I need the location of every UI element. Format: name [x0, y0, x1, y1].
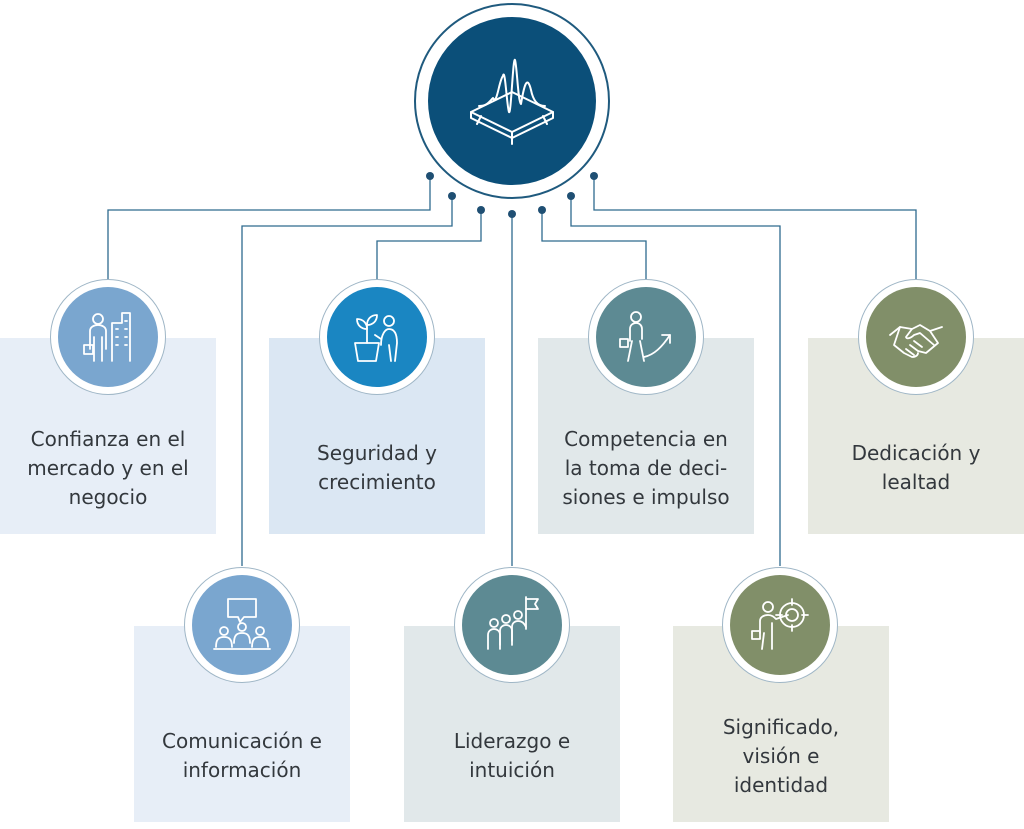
- connector-significado: [570, 196, 781, 566]
- category-label-dedicacion: Dedicación y lealtad: [851, 441, 981, 494]
- node-liderazgo: [454, 567, 570, 683]
- meeting-speech-bubble-icon: [213, 598, 271, 650]
- category-label-liderazgo: Liderazgo e intuición: [453, 729, 571, 782]
- connector-dot: [426, 172, 434, 180]
- node-seguridad: [319, 279, 435, 395]
- category-label-competencia: Competencia en la toma de deci- siones e…: [562, 426, 730, 509]
- team-flag-icon: [487, 596, 539, 650]
- connector-seguridad: [376, 210, 482, 280]
- connector-dot: [567, 192, 575, 200]
- connector-competencia: [541, 210, 647, 280]
- category-label-seguridad: Seguridad y crecimiento: [317, 441, 437, 494]
- central-hub: [414, 3, 610, 199]
- category-label-significado: Significado, visión e identidad: [722, 714, 840, 797]
- person-rising-arrow-icon: [619, 311, 671, 362]
- connector-dot: [448, 192, 456, 200]
- connector-confianza: [107, 176, 431, 280]
- connector-dot: [538, 206, 546, 214]
- connector-comunicacion: [241, 196, 453, 566]
- waveform-platform-icon: [470, 58, 554, 145]
- category-label-comunicacion: Comunicación e información: [162, 729, 322, 782]
- handshake-icon: [889, 324, 943, 358]
- connector-dedicacion: [593, 176, 917, 280]
- connector-dot: [590, 172, 598, 180]
- node-competencia: [588, 279, 704, 395]
- node-significado: [722, 567, 838, 683]
- business-person-buildings-icon: [83, 312, 131, 362]
- node-comunicacion: [184, 567, 300, 683]
- category-label-confianza: Confianza en el mercado y en el negocio: [27, 426, 189, 509]
- node-dedicacion: [858, 279, 974, 395]
- connector-dot: [477, 206, 485, 214]
- person-target-icon: [751, 598, 809, 650]
- plant-growth-person-icon: [354, 314, 398, 362]
- connector-dot: [508, 210, 516, 218]
- central-hub-disc: [428, 17, 596, 185]
- node-confianza: [50, 279, 166, 395]
